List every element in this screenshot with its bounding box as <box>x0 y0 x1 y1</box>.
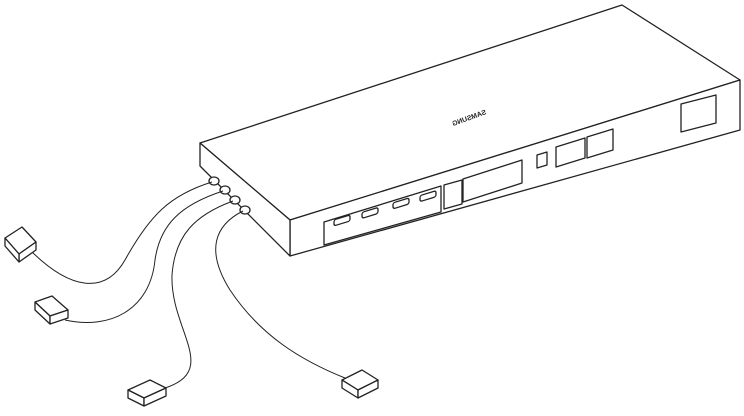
ir-blasters <box>4 226 379 407</box>
usb-panel <box>462 159 523 203</box>
cable <box>164 200 234 389</box>
cables <box>29 181 346 389</box>
front-panel <box>323 94 717 246</box>
connector-jack <box>239 205 251 215</box>
connector-jack <box>229 195 241 205</box>
side-connectors <box>208 176 251 215</box>
connector-jack <box>219 185 231 195</box>
cable <box>64 190 224 323</box>
port-pair-right <box>586 128 614 159</box>
port-pair-left <box>555 137 586 168</box>
hdmi-port <box>333 214 351 227</box>
ir-blaster <box>341 369 379 399</box>
port-block <box>443 179 463 210</box>
power-port <box>680 94 717 133</box>
box-left-face <box>199 142 291 257</box>
hdmi-ports <box>333 190 437 227</box>
connector-jack <box>208 176 220 186</box>
ir-blaster <box>127 379 167 407</box>
hdmi-panel <box>323 185 442 246</box>
hdmi-port <box>392 197 410 210</box>
cable <box>215 210 346 379</box>
connect-box: SAMSUNG <box>199 4 741 257</box>
hdmi-port <box>361 207 379 219</box>
hdmi-port <box>419 190 437 202</box>
ir-blaster <box>4 226 37 263</box>
ir-blaster <box>34 295 69 325</box>
small-port <box>536 151 548 169</box>
cable <box>29 181 213 284</box>
